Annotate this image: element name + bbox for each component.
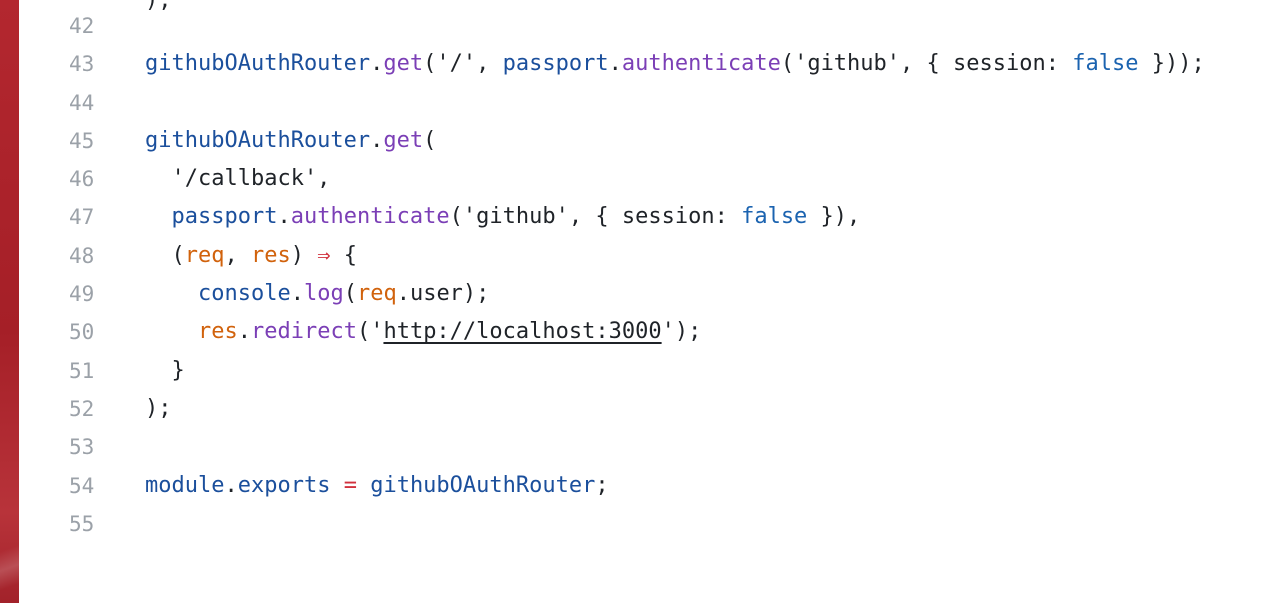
line-number: 48 xyxy=(69,243,95,268)
line-number: 44 xyxy=(69,90,95,115)
code-line[interactable]: 52); xyxy=(19,390,1280,428)
line-number: 46 xyxy=(69,167,95,192)
code-line[interactable]: 53 xyxy=(19,428,1280,466)
code-token xyxy=(145,319,198,344)
line-number: 55 xyxy=(69,511,95,536)
code-token: ( xyxy=(423,127,437,153)
code-token: passport xyxy=(171,204,278,230)
code-token: false xyxy=(1072,51,1139,77)
code-line[interactable]: 54 module.exports = githubOAuthRouter; xyxy=(19,467,1280,505)
code-token: redirect xyxy=(250,319,357,345)
code-token: })); xyxy=(1138,51,1205,77)
code-line[interactable]: 48 (req, res) ⇒ { xyxy=(19,237,1280,275)
code-text: ); xyxy=(145,390,172,428)
code-line[interactable]: 42 xyxy=(19,7,1280,45)
code-token xyxy=(357,473,370,498)
line-number: 52 xyxy=(69,396,95,421)
code-line[interactable]: 44 xyxy=(19,84,1280,122)
code-text: module.exports = githubOAuthRouter; xyxy=(145,467,609,505)
code-line[interactable]: 51 } xyxy=(19,352,1280,390)
line-number: 43 xyxy=(69,52,95,77)
code-text: (req, res) ⇒ { xyxy=(145,237,357,275)
code-token: get xyxy=(383,51,424,77)
code-token: log xyxy=(303,281,344,307)
code-token: githubOAuthRouter xyxy=(370,472,596,498)
code-token: . xyxy=(370,127,384,153)
code-line[interactable]: 50 res.redirect('http://localhost:3000')… xyxy=(19,313,1280,351)
code-token: get xyxy=(383,127,424,153)
line-number: 42 xyxy=(69,14,95,38)
line-number: 51 xyxy=(69,358,95,383)
code-token: false xyxy=(741,204,808,230)
code-token: req xyxy=(184,242,225,268)
code-token: .user); xyxy=(396,281,490,307)
code-text: githubOAuthRouter.get( xyxy=(145,122,436,160)
code-line[interactable]: 47 passport.authenticate('github', { ses… xyxy=(19,198,1280,236)
code-token: ⇒ xyxy=(317,242,331,268)
code-token: ( xyxy=(343,281,357,307)
code-text: } xyxy=(145,352,185,390)
code-token: . xyxy=(290,281,304,307)
line-number: 45 xyxy=(69,128,95,153)
code-token: . xyxy=(608,51,622,77)
code-token: res xyxy=(251,242,291,268)
code-token: passport xyxy=(502,51,609,77)
code-line[interactable]: 55 xyxy=(19,505,1280,543)
code-token: res xyxy=(197,319,238,345)
code-token: ) xyxy=(290,242,318,268)
code-token: . xyxy=(277,204,291,230)
code-token: '/callback', xyxy=(145,166,331,192)
code-token: ('github', { session: xyxy=(780,51,1073,77)
code-text: console.log(req.user); xyxy=(145,275,489,313)
code-text: res.redirect('http://localhost:3000'); xyxy=(145,313,701,351)
code-token: ('github', { session: xyxy=(449,204,742,230)
code-token: authenticate xyxy=(621,51,781,77)
code-line[interactable]: 49 console.log(req.user); xyxy=(19,275,1280,313)
code-token: (' xyxy=(356,319,384,345)
code-link[interactable]: http://localhost:3000 xyxy=(383,319,662,345)
code-line[interactable]: 45 githubOAuthRouter.get( xyxy=(19,122,1280,160)
code-token: , xyxy=(224,242,251,268)
code-token xyxy=(330,473,343,498)
code-token: } xyxy=(145,357,185,383)
code-token: = xyxy=(343,472,357,498)
line-number: 53 xyxy=(69,435,95,460)
code-token: . xyxy=(224,472,238,498)
code-text: '/callback', xyxy=(145,160,330,198)
code-line[interactable]: 46 '/callback', xyxy=(19,160,1280,198)
code-token: ( xyxy=(145,242,185,268)
partial-code-line: ); xyxy=(145,0,172,13)
code-token xyxy=(145,281,198,306)
code-token: ; xyxy=(595,472,609,498)
code-token: module xyxy=(145,472,225,498)
code-token: githubOAuthRouter xyxy=(145,127,371,153)
code-text: passport.authenticate('github', { sessio… xyxy=(145,198,861,236)
line-number: 47 xyxy=(69,205,95,230)
code-text: githubOAuthRouter.get('/', passport.auth… xyxy=(145,45,1205,83)
code-token: req xyxy=(356,281,397,307)
line-number: 54 xyxy=(69,473,95,498)
code-token xyxy=(145,204,172,229)
line-number: 49 xyxy=(69,282,95,307)
code-token: { xyxy=(330,242,357,268)
code-token: console xyxy=(197,281,291,307)
code-token: exports xyxy=(237,472,331,498)
code-token: githubOAuthRouter xyxy=(145,51,371,77)
code-token: '); xyxy=(661,319,702,345)
window-edge xyxy=(0,0,19,603)
code-token: . xyxy=(370,51,384,77)
code-token: authenticate xyxy=(290,204,450,230)
code-token: }), xyxy=(807,204,861,230)
code-token: ('/', xyxy=(423,51,503,77)
code-token: ); xyxy=(145,395,172,421)
code-token: . xyxy=(237,319,251,345)
line-number: 50 xyxy=(69,320,95,345)
